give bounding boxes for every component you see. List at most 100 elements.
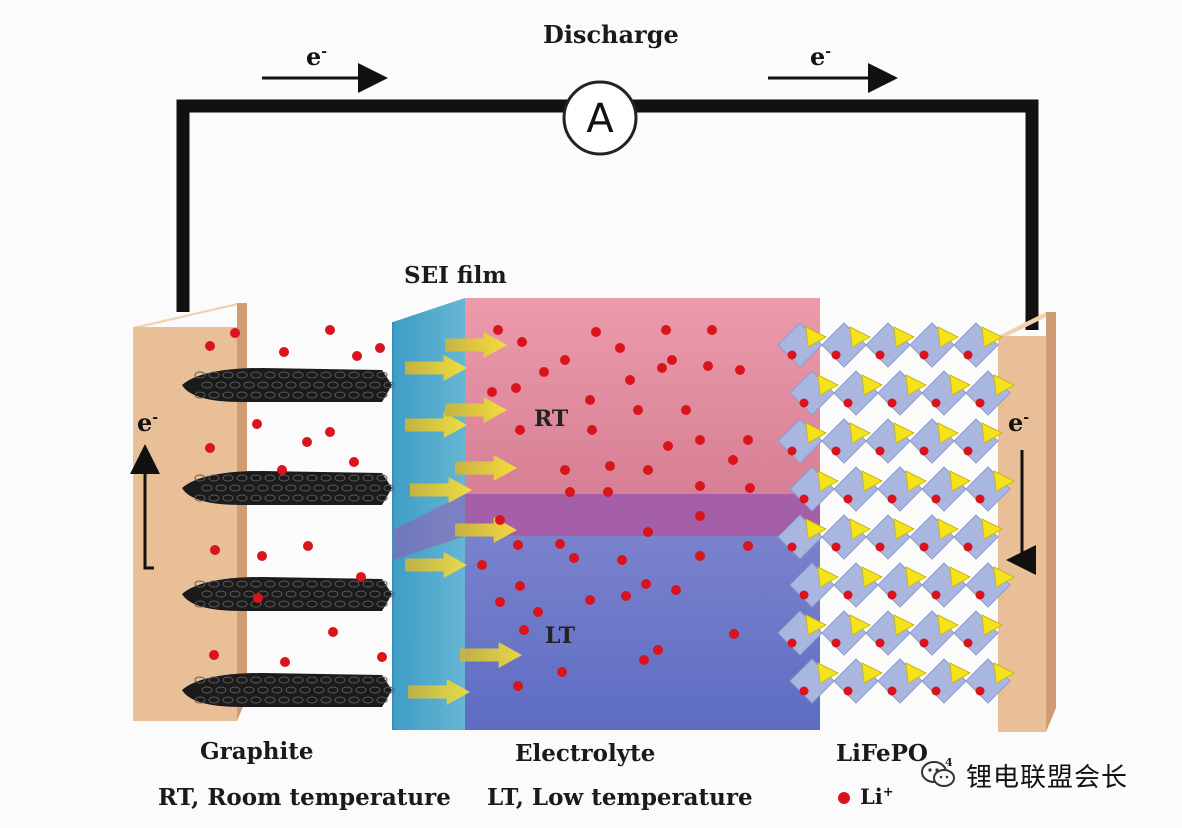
li-ion [975,590,985,600]
li-ion [931,686,941,696]
li-ion [205,443,215,453]
li-ion [639,655,649,665]
lifepo4-label: LiFePO [836,740,928,767]
li-ion [831,542,841,552]
feo6-octahedron [821,514,867,560]
lifepo4-crystal [777,322,1016,704]
po4-tetrahedron [893,422,916,444]
li-ion [557,667,567,677]
li-ion [663,441,673,451]
li-ion [377,652,387,662]
graphite-sheet [182,471,395,505]
po4-tetrahedron [993,566,1016,588]
li-ion [328,627,338,637]
wechat-icon [921,761,955,787]
li-ion [511,383,521,393]
po4-tetrahedron [981,326,1004,348]
po4-tetrahedron [817,470,840,492]
li-ion [919,638,929,648]
li-ion [356,572,366,582]
li-ion [799,494,809,504]
graphite-sheet [182,577,395,611]
electron-arrow-right [1006,450,1036,575]
li-ion [887,590,897,600]
po4-tetrahedron [893,518,916,540]
li-ion [787,542,797,552]
li-ion [787,638,797,648]
li-flux-arrows [405,332,522,705]
feo6-octahedron [909,610,955,656]
watermark-text: 锂电联盟会长 [966,762,1129,793]
li-flux-arrow [408,679,470,705]
li-ion [887,398,897,408]
li-ion [695,511,705,521]
li-ion [887,494,897,504]
electron-label-left: e- [137,408,159,437]
po4-tetrahedron [861,470,884,492]
electron-label-top-left: e- [306,42,328,71]
li-ion [799,686,809,696]
li-ion [493,325,503,335]
li-ion [661,325,671,335]
li-ion [831,638,841,648]
po4-tetrahedron [949,662,972,684]
graphite-layers [182,368,395,707]
li-ion [495,515,505,525]
po4-tetrahedron [981,518,1004,540]
li-ion [277,465,287,475]
ammeter-label: A [586,96,614,142]
watermark: 锂电联盟会长 [920,757,1128,793]
li-ion [667,355,677,365]
li-ion [919,446,929,456]
li-ion [591,327,601,337]
li-ion [513,540,523,550]
li-ion [703,361,713,371]
li-ion [729,629,739,639]
li-ion [695,551,705,561]
li-ion [745,483,755,493]
li-ion [875,350,885,360]
li-ion [555,539,565,549]
li-flux-arrow [405,552,467,578]
li-ion [643,465,653,475]
po4-tetrahedron [993,662,1016,684]
li-ion [565,487,575,497]
feo6-octahedron [865,322,911,368]
lifepo4-subscript: 4 [945,756,953,769]
li-flux-arrow [405,355,467,381]
li-ion [963,350,973,360]
li-ion [515,425,525,435]
feo6-octahedron [821,610,867,656]
li-ion [560,355,570,365]
li-ion [533,607,543,617]
li-ion [843,686,853,696]
po4-tetrahedron [949,566,972,588]
li-ion [375,343,385,353]
sei-film-label: SEI film [404,262,507,289]
li-flux-arrow [455,455,517,481]
po4-tetrahedron [981,422,1004,444]
feo6-octahedron [953,418,999,464]
li-ion [919,350,929,360]
li-ion [517,337,527,347]
li-ion [641,579,651,589]
li-ion [209,650,219,660]
po4-tetrahedron [905,470,928,492]
po4-tetrahedron [937,614,960,636]
feo6-octahedron [833,658,879,704]
li-ion [975,494,985,504]
li-ion [787,446,797,456]
li-ion [325,427,335,437]
li-ion [585,395,595,405]
lt-label: LT [545,623,576,649]
feo6-octahedron [877,658,923,704]
feo6-octahedron [953,514,999,560]
li-ion [585,595,595,605]
li-ion [615,343,625,353]
feo6-octahedron [921,658,967,704]
rt-label: RT [534,406,569,432]
po4-tetrahedron [805,518,828,540]
li-ion-legend-dot [838,792,850,804]
li-ion [487,387,497,397]
feo6-octahedron [921,466,967,512]
